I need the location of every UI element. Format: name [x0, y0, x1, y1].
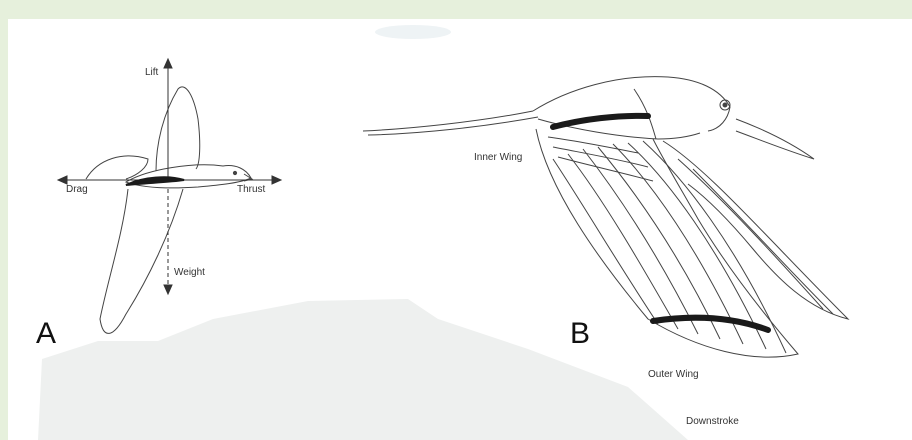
downstroke-label: Downstroke	[686, 416, 739, 427]
outer-wing-label: Outer Wing	[648, 369, 699, 380]
airfoil-a	[126, 177, 184, 185]
inner-wing-band	[553, 116, 648, 127]
figure-canvas: Lift Drag Thrust Weight A Inner Wing Out…	[8, 19, 912, 440]
outer-wing-band	[653, 318, 768, 330]
inner-wing-label: Inner Wing	[474, 152, 522, 163]
bird-a	[86, 87, 252, 334]
ground-shape	[38, 299, 688, 440]
thrust-label: Thrust	[237, 184, 265, 195]
weight-label: Weight	[174, 267, 205, 278]
cloud-smudge	[375, 25, 451, 39]
illustration	[8, 19, 912, 440]
panel-b-label: B	[570, 317, 590, 351]
panel-a-label: A	[36, 317, 56, 351]
lift-label: Lift	[145, 67, 158, 78]
drag-label: Drag	[66, 184, 88, 195]
